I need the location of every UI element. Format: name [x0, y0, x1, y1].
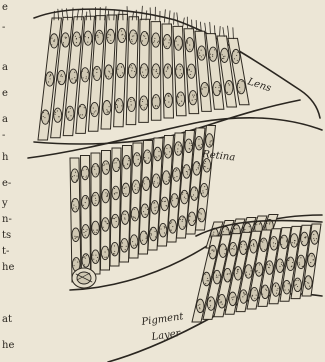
pigment-cell-layer: [192, 224, 321, 322]
margin-text-fragment: n-: [2, 214, 12, 225]
cell-column: [126, 17, 138, 125]
cell-column: [91, 153, 100, 274]
cell-column: [139, 19, 150, 122]
cell-column: [110, 148, 121, 266]
label-pigment: Pigment: [140, 311, 185, 328]
retina-ovoid-cell: [72, 268, 96, 288]
margin-text-fragment: e: [2, 2, 8, 13]
cell-column: [173, 26, 186, 115]
margin-text-fragment: e-: [2, 178, 11, 189]
margin-text-fragment: a: [2, 114, 8, 125]
cell-column: [81, 156, 91, 279]
margin-text-fragment: -: [2, 22, 5, 33]
cell-column: [151, 22, 161, 121]
lens-cell-layer: [38, 14, 249, 140]
cell-column: [70, 158, 81, 282]
margin-text-fragment: y: [1, 198, 8, 209]
cell-column: [101, 151, 111, 271]
margin-text-fragment: he: [2, 340, 14, 351]
cell-column: [162, 24, 174, 118]
margin-text-fragment: at: [2, 314, 12, 325]
label-layer: Layer: [150, 328, 182, 343]
margin-text-fragment: ts: [2, 230, 11, 241]
margin-text-fragment: he: [2, 262, 14, 273]
margin-text-fragment: e: [2, 88, 8, 99]
margin-text-fragment: t-: [2, 246, 9, 257]
lens-region: [34, 6, 320, 144]
label-lens: Lens: [245, 76, 272, 94]
margin-text-fragment: h: [2, 152, 9, 163]
margin-text-fragment: a: [2, 62, 8, 73]
margin-text-fragment: -: [2, 130, 5, 141]
